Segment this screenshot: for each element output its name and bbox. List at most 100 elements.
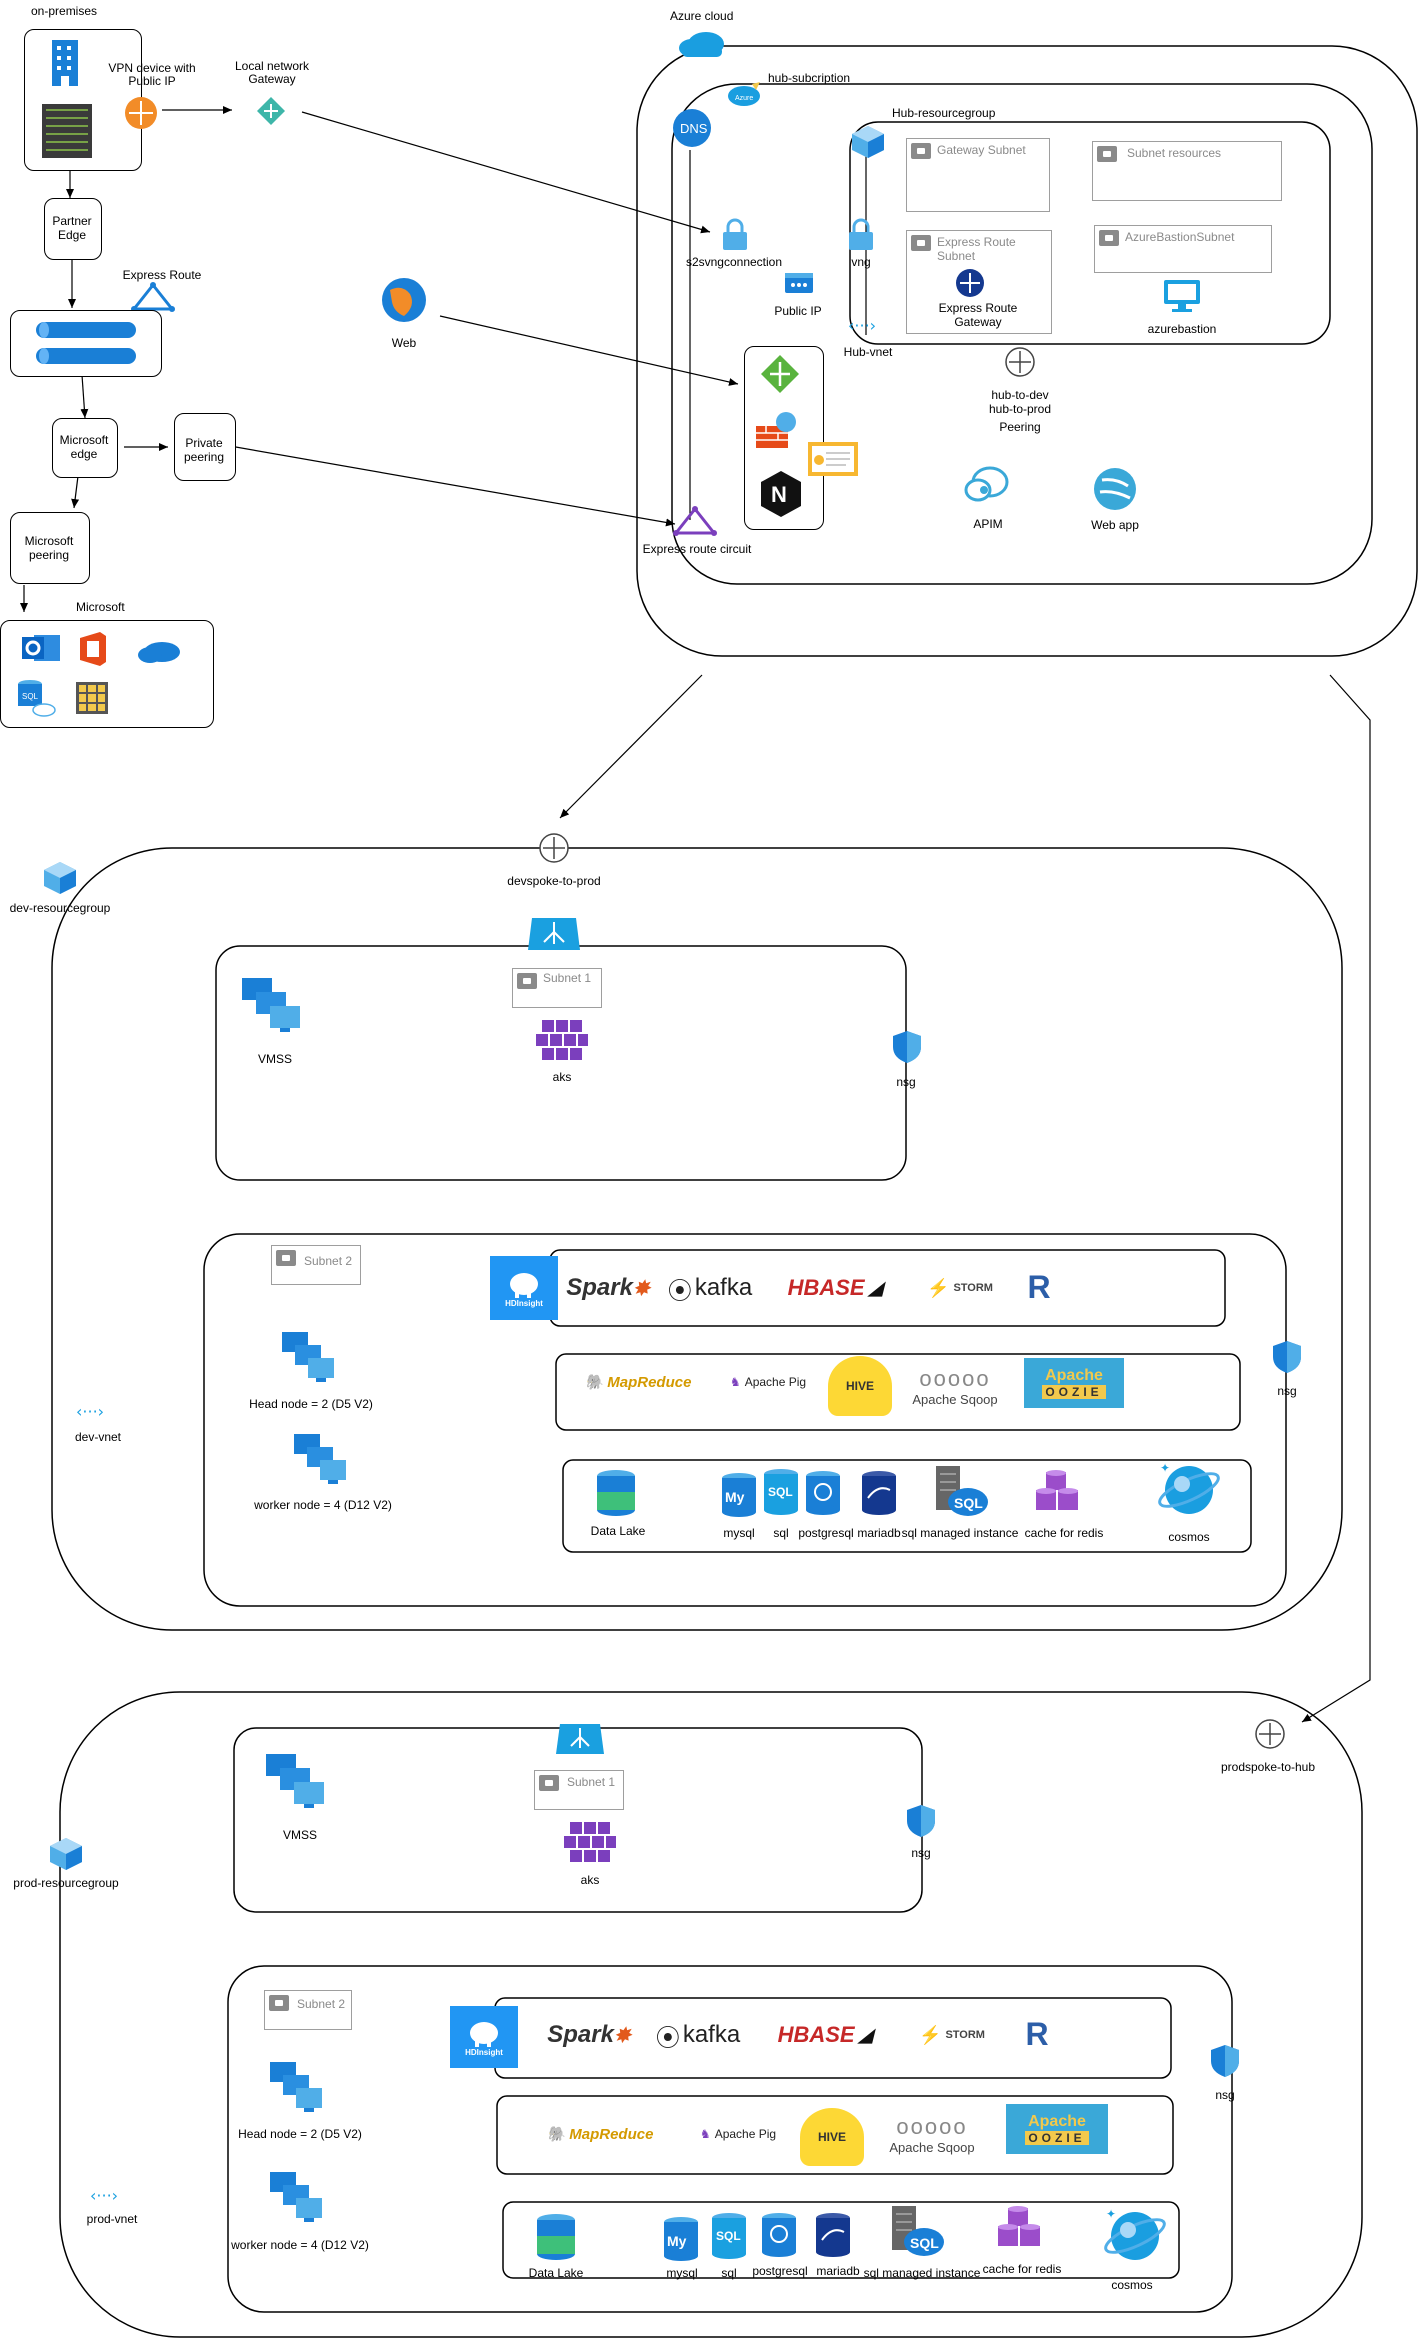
- azure-cloud-boundary: [636, 45, 1418, 657]
- prod-mariadb-icon: [814, 2212, 852, 2263]
- pig-icon: ♞: [699, 2127, 711, 2141]
- dev-hdinsight-logo: HDInsight: [490, 1256, 558, 1320]
- dev-redis-label: cache for redis: [1024, 1526, 1104, 1540]
- dns-icon: DNS: [672, 108, 712, 153]
- dev-spoke-router-icon: [538, 832, 570, 869]
- subnet-icon: [911, 235, 931, 251]
- prod-mysql-icon: My: [662, 2216, 700, 2267]
- dev-storm-logo: ⚡STORM: [910, 1264, 1010, 1312]
- dev-cosmos-icon: ✦: [1154, 1458, 1224, 1527]
- svg-text:My: My: [667, 2233, 687, 2249]
- dev-sqoop-text: Apache Sqoop: [912, 1391, 998, 1407]
- prod-vmss-label: VMSS: [282, 1828, 318, 1842]
- dev-nsg2-shield-icon: [1272, 1340, 1302, 1379]
- pipe-icon: [36, 318, 140, 373]
- dev-mysql-icon: My: [720, 1472, 758, 1523]
- onprem-title: on-premises: [31, 4, 98, 18]
- prod-subnet2: Subnet 2: [264, 1990, 352, 2030]
- s2s-label: s2svngconnection: [685, 255, 783, 269]
- prod-nsg-label: nsg: [911, 1846, 931, 1860]
- dev-mariadb-label: mariadb: [857, 1526, 901, 1540]
- nginx-icon: N: [760, 470, 802, 523]
- local-gateway-icon: [256, 96, 286, 131]
- express-route-gateway-icon: [955, 268, 985, 303]
- prod-spark-logo: Spark✸: [540, 2010, 638, 2060]
- certificate-icon: [806, 440, 860, 485]
- ms-peering-label: Microsoft peering: [24, 534, 74, 562]
- dev-r-text: R: [1027, 1268, 1051, 1305]
- prod-sqlmi-icon: SQL: [890, 2204, 946, 2265]
- prod-hive-text: HIVE: [817, 2130, 846, 2144]
- vpn-device-icon: [124, 96, 158, 135]
- svg-text:N: N: [771, 482, 787, 507]
- public-ip-icon: [784, 272, 814, 299]
- prod-nsg2-label: nsg: [1215, 2088, 1235, 2102]
- dev-kafka-logo: ⦿kafka: [660, 1264, 760, 1312]
- prod-storm-text: STORM: [945, 2029, 985, 2041]
- dev-sqlmi-icon: SQL: [934, 1464, 990, 1525]
- orca-icon: ◢: [868, 1277, 883, 1298]
- subnet-icon: [276, 1250, 296, 1266]
- prod-oozie-a-text: Apache: [1028, 2113, 1086, 2130]
- peering-hub-to-dev: hub-to-dev: [991, 388, 1049, 402]
- prod-postgresql-icon: [760, 2212, 798, 2263]
- subnet-icon: [269, 1995, 289, 2011]
- dev-redis-icon: [1034, 1470, 1086, 1521]
- express-route-label: Express Route: [122, 268, 202, 282]
- sqoop-mark-icon: ooooo: [919, 1365, 991, 1391]
- dev-hbase-text: HBASE: [787, 1275, 865, 1300]
- dev-nsg-label: nsg: [896, 1075, 916, 1089]
- hub-subscription-label: hub-subcription: [768, 71, 851, 85]
- sqoop-mark-icon: ooooo: [896, 2113, 968, 2139]
- web-app-icon: [1092, 466, 1138, 517]
- subnet-resources-label: Subnet resources: [1127, 146, 1222, 160]
- onedrive-icon: [136, 638, 182, 669]
- azure-cloud-title: Azure cloud: [670, 9, 734, 23]
- dev-postgresql-icon: [804, 1470, 842, 1521]
- svg-text:‹···›: ‹···›: [90, 2186, 118, 2205]
- dev-mariadb-icon: [860, 1470, 898, 1521]
- prod-mariadb-label: mariadb: [816, 2264, 860, 2278]
- prod-hdinsight-text: HDInsight: [465, 2047, 503, 2057]
- dev-aks-label: aks: [552, 1070, 572, 1084]
- dev-load-balancer-icon: [526, 914, 582, 959]
- prod-sqlmi-label: sql managed instance: [863, 2266, 981, 2280]
- hub-rg-label: Hub-resourcegroup: [892, 106, 996, 120]
- prod-pig-logo: ♞Apache Pig: [686, 2112, 790, 2156]
- svg-text:My: My: [725, 1489, 745, 1505]
- dev-head-node-icon: [280, 1330, 342, 1395]
- dev-spark-logo: Spark✸: [566, 1264, 650, 1312]
- elephant-icon: [510, 1272, 538, 1298]
- dev-storm-text: STORM: [953, 1282, 993, 1294]
- prod-sql-icon: SQL: [710, 2212, 748, 2265]
- subnet-icon: [1097, 146, 1117, 162]
- prod-datalake-icon: [534, 2212, 578, 2267]
- prod-nsg-shield-icon: [906, 1804, 936, 1843]
- dev-hive-text: HIVE: [845, 1379, 874, 1393]
- partner-edge-label: Partner Edge: [52, 214, 92, 242]
- vng-lock-icon: [846, 218, 876, 257]
- private-peering-box: [174, 413, 236, 481]
- dev-nsg2-label: nsg: [1277, 1384, 1297, 1398]
- app-gateway-icon: [760, 354, 800, 399]
- prod-subnet2-label: Subnet 2: [297, 1997, 346, 2011]
- ms-peering-box: [10, 512, 90, 584]
- prod-mapreduce-logo: 🐘MapReduce: [528, 2112, 672, 2156]
- server-rack-icon: [42, 104, 92, 163]
- prod-oozie-b-text: OOZIE: [1025, 2131, 1089, 2145]
- express-route-pipes-box: [10, 310, 162, 377]
- peering-label: Peering: [999, 420, 1041, 434]
- dev-hdinsight-text: HDInsight: [505, 1298, 543, 1308]
- dev-hive-logo: HIVE: [828, 1356, 892, 1416]
- dev-pig-logo: ♞Apache Pig: [716, 1360, 820, 1404]
- vpn-device-label: VPN device with Public IP: [108, 61, 196, 88]
- microsoft-label: Microsoft: [76, 600, 125, 614]
- dev-rg-cube-icon: [42, 860, 78, 901]
- dev-mysql-label: mysql: [723, 1526, 755, 1540]
- prod-r-text: R: [1025, 2015, 1049, 2052]
- dev-vmss-label: VMSS: [257, 1052, 293, 1066]
